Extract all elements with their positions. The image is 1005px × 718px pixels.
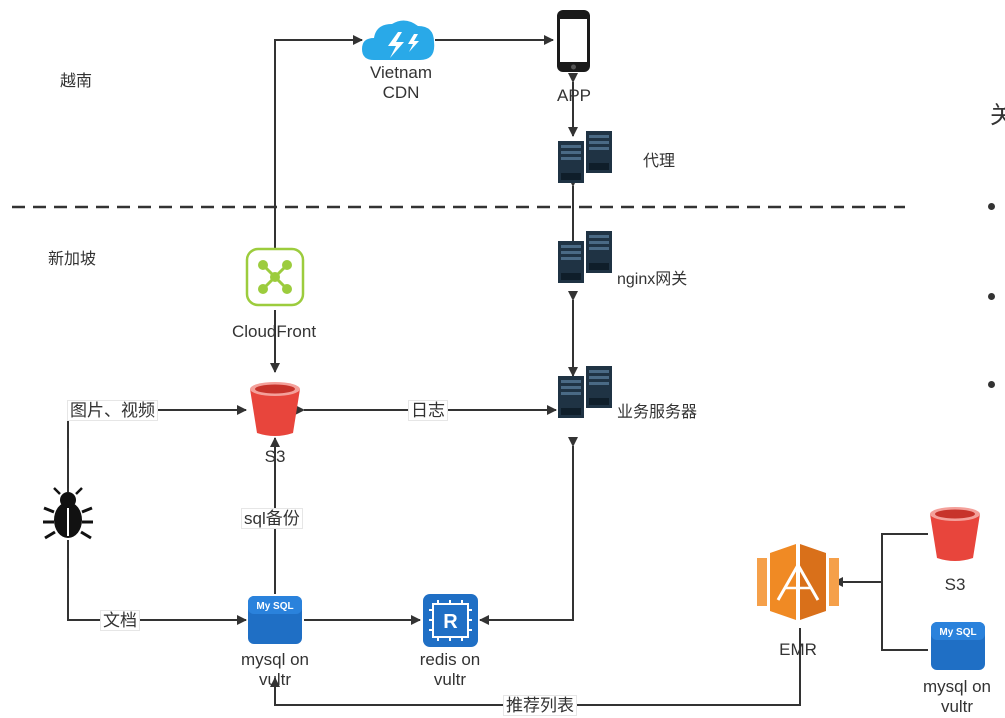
edge-emr-mysql <box>270 628 801 706</box>
mysql-badge-text: My SQL <box>256 601 293 612</box>
s3-main-label: S3 <box>264 447 286 466</box>
phone-icon <box>557 10 590 72</box>
edge-bug-mysql <box>67 540 247 625</box>
side-s3-label: S3 <box>944 575 966 594</box>
nginx-server-icon <box>558 231 612 283</box>
redis-label: redis on vultr <box>419 650 481 689</box>
cloudfront-label: CloudFront <box>231 322 317 341</box>
side-mysql-badge-text: My SQL <box>939 627 976 638</box>
edge-label-sql-backup: sql备份 <box>241 508 303 529</box>
mysql-icon: My SQL <box>248 596 302 644</box>
edge-side-bracket <box>881 533 928 651</box>
edge-label-documents: 文档 <box>100 610 140 631</box>
mysql-main-label: mysql on vultr <box>240 650 310 689</box>
cloud-icon <box>362 20 435 61</box>
proxy-server-icon <box>558 131 612 183</box>
emr-icon <box>757 544 839 620</box>
edge-label-images-videos: 图片、视频 <box>67 400 158 421</box>
redis-icon: R <box>423 594 478 647</box>
side-s3-bucket-icon <box>930 507 980 561</box>
bullet-2 <box>988 293 995 300</box>
edge-label-logs: 日志 <box>408 400 448 421</box>
redis-badge-text: R <box>443 611 458 633</box>
business-label: 业务服务器 <box>617 404 698 421</box>
cloudfront-icon <box>245 247 305 307</box>
emr-label: EMR <box>779 640 817 659</box>
side-title: 关 <box>990 102 1005 129</box>
region-singapore: 新加坡 <box>48 251 97 268</box>
edge-label-recommend-list: 推荐列表 <box>503 695 577 716</box>
app-label: APP <box>556 86 592 105</box>
s3-bucket-icon <box>250 382 300 436</box>
bug-icon <box>43 487 93 540</box>
edge-business-redis <box>479 437 578 625</box>
business-server-icon <box>558 366 612 418</box>
side-mysql-label: mysql on vultr <box>922 677 992 716</box>
edge-cloudfront-cdn <box>274 35 363 248</box>
proxy-label: 代理 <box>643 153 676 170</box>
side-mysql-icon: My SQL <box>931 622 985 670</box>
nginx-label: nginx网关 <box>617 271 688 288</box>
bullet-3 <box>988 381 995 388</box>
region-vietnam: 越南 <box>60 73 93 90</box>
bullet-1 <box>988 203 995 210</box>
cdn-label: Vietnam CDN <box>369 63 433 102</box>
edge-bug-s3 <box>67 405 247 492</box>
